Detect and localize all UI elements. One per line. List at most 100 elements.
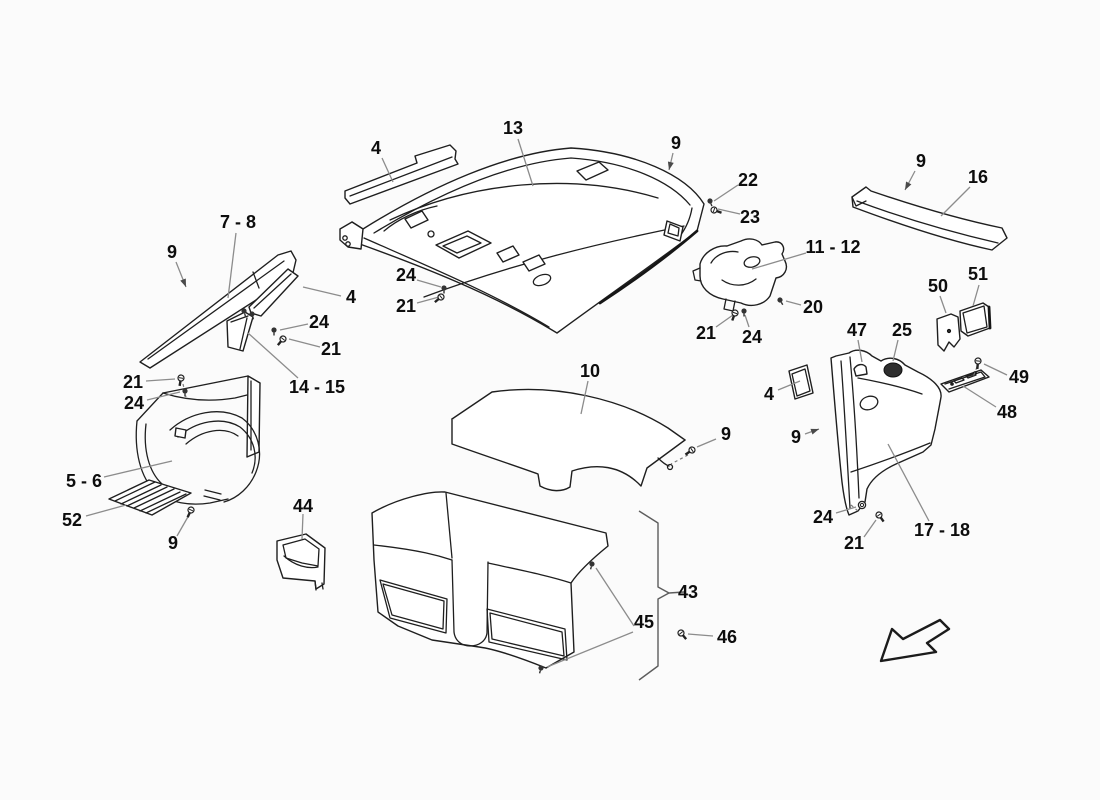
callout-label-49-31: 49 [1009, 367, 1029, 387]
dashed-guide-line [670, 454, 689, 465]
leader-line [595, 567, 635, 627]
leader-line [892, 339, 899, 362]
callout-label-43-38: 43 [678, 582, 698, 602]
leader-line [145, 378, 176, 382]
part-quarter-seam [850, 442, 931, 473]
fastener-clip-icon [271, 327, 277, 336]
callout-label-10-21: 10 [580, 361, 600, 381]
part-roof-strip [344, 144, 459, 205]
part-carpet-edge-right [487, 562, 572, 584]
fastener-clip-icon-segment [243, 313, 247, 317]
part-bracket-outline [699, 238, 788, 307]
part-headliner-inner-rim [373, 157, 691, 234]
leader-line [103, 460, 173, 478]
callout-label-9-2: 9 [671, 133, 681, 153]
part-shelf-hook [657, 457, 670, 467]
dashed-guide-line [850, 504, 859, 512]
part-arch-lip-mark [203, 489, 222, 501]
fastener-nut-icon [857, 500, 867, 510]
part-headliner-front-band [363, 237, 550, 328]
part-quarter-trim [830, 349, 942, 516]
part-pillar-strip-inner [253, 273, 292, 309]
part-arch-outer [169, 411, 261, 503]
direction-arrow-layer [879, 618, 951, 663]
fastener-screw-icon [434, 293, 445, 304]
fasteners-layer [177, 198, 982, 674]
fastener-screw-icon-segment [876, 513, 882, 517]
leader-line [687, 633, 714, 637]
part-arch-band-inner [144, 423, 163, 485]
part-arch-inner2 [185, 429, 239, 445]
fastener-nut-icon-segment [857, 500, 867, 510]
fastener-clip-icon-segment [241, 308, 247, 314]
part-plate48-slot [953, 377, 965, 384]
leader-line [713, 184, 739, 202]
part-plate48-outline [940, 369, 990, 393]
diagram-parts [108, 144, 1008, 669]
part-headliner-cap-hole2 [345, 241, 351, 247]
leader-line [146, 391, 181, 401]
fastener-clip-icon [777, 297, 784, 306]
leader-line [580, 380, 589, 415]
part-bracket-flange [692, 267, 702, 282]
callout-label-24-10: 24 [396, 265, 416, 285]
fastener-nut-icon-segment [859, 502, 865, 508]
part-wheel-arch-trim [135, 375, 261, 505]
callout-label-50-27: 50 [928, 276, 948, 296]
leader-line [247, 332, 299, 379]
leader-arrowhead [810, 428, 819, 435]
leader-line [744, 314, 750, 328]
part-a-pillar-trim [139, 250, 297, 369]
fastener-clip-icon-segment [589, 561, 595, 567]
leader-line [416, 296, 440, 304]
callout-label-14-15-14: 14 - 15 [289, 377, 345, 397]
part-carpet-edge-left [373, 544, 453, 561]
leader-line [857, 339, 863, 363]
part-lower-pillar-inner [230, 315, 249, 323]
fastener-screw-icon-segment [280, 337, 286, 341]
fastener-clip-icon-segment [777, 297, 783, 303]
fastener-clip-icon-segment [538, 665, 544, 671]
leader-line [85, 504, 127, 517]
callout-label-51-28: 51 [968, 264, 988, 284]
part-arch-hook [174, 427, 187, 439]
part-headliner-console [435, 230, 492, 259]
part-lower-pillar-outline [226, 311, 254, 352]
leader-line [962, 385, 997, 408]
fastener-clip-icon [707, 198, 713, 207]
fastener-screw-icon [875, 511, 885, 523]
fastener-clip-icon-segment [441, 285, 447, 291]
part-shelf-grommet [666, 463, 674, 471]
fastener-clip-icon-segment [741, 308, 747, 314]
fastener-screw-icon-segment [712, 207, 716, 213]
part-roof-strip-inner [349, 156, 453, 197]
leader-line [176, 514, 190, 537]
fastener-clip-icon-segment [710, 203, 713, 207]
part-bracket-50 [936, 313, 961, 352]
part-headliner-cap-hole [342, 235, 348, 241]
part-carpet-panel-left [379, 579, 448, 634]
part-headliner-visor-rect [404, 210, 429, 229]
callout-label-9-19: 9 [168, 533, 178, 553]
fastener-screw-icon [684, 446, 696, 456]
fastener-clip-icon-segment [251, 316, 255, 320]
leader-line [517, 138, 534, 187]
part-mat [108, 479, 192, 516]
callout-label-4-33: 4 [764, 384, 774, 404]
leader-line [863, 519, 877, 538]
part-mat-hatch [114, 481, 187, 514]
fastener-clip-icon-segment [589, 566, 593, 570]
leader-line [288, 338, 321, 348]
leader-arrowhead [905, 181, 912, 190]
callout-label-46-40: 46 [717, 627, 737, 647]
leader-line [717, 208, 741, 215]
part-roof-strip-outline [344, 144, 459, 205]
callout-label-4-9: 4 [346, 287, 356, 307]
part-headliner-console-inner [442, 235, 482, 254]
leader-line [302, 286, 342, 297]
callout-label-16-6: 16 [968, 167, 988, 187]
fastener-screw-icon [974, 357, 982, 370]
part-pocket-feet [314, 580, 324, 591]
